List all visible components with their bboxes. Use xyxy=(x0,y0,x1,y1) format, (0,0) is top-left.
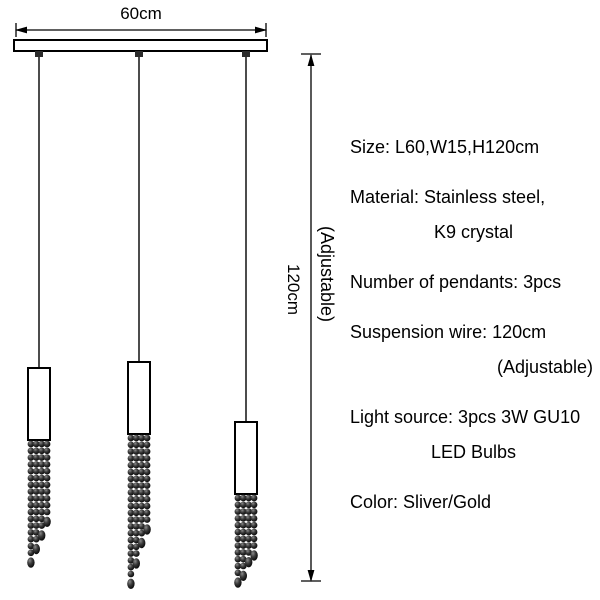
width-dimension-label: 60cm xyxy=(120,4,162,23)
crystal-tassel-middle xyxy=(127,434,151,589)
crystal-tassel-left xyxy=(27,440,51,568)
ceiling-mount-bar xyxy=(13,39,268,52)
spec-color: Color: Sliver/Gold xyxy=(350,492,492,512)
height-arrow-up-icon xyxy=(307,54,315,66)
height-dimension-label: 120cm xyxy=(284,264,303,316)
width-arrow-left-icon xyxy=(15,26,27,34)
height-adjustable-label: (Adjustable) xyxy=(317,226,337,323)
spec-size: Size: L60,W15,H120cm xyxy=(350,137,540,157)
spec-pendant-count: Number of pendants: 3pcs xyxy=(350,272,562,292)
spec-light-source: Light source: 3pcs 3W GU10 xyxy=(350,407,581,427)
width-dimension-line xyxy=(15,23,267,37)
height-arrow-down-icon xyxy=(307,570,315,582)
spec-material-cont: K9 crystal xyxy=(433,222,514,242)
spec-wire-adjustable: (Adjustable) xyxy=(496,357,593,377)
spec-material: Material: Stainless steel, xyxy=(350,187,546,207)
spec-list: Size: L60,W15,H120cm Material: Stainless… xyxy=(350,130,597,520)
wire-mounts xyxy=(35,51,250,57)
spec-light-cont: LED Bulbs xyxy=(430,442,517,462)
spec-wire-length: Suspension wire: 120cm xyxy=(350,322,547,342)
pendant-cylinders xyxy=(27,361,258,495)
suspension-wires xyxy=(38,57,247,422)
crystal-tassel-right xyxy=(234,494,258,588)
width-arrow-right-icon xyxy=(255,26,267,34)
